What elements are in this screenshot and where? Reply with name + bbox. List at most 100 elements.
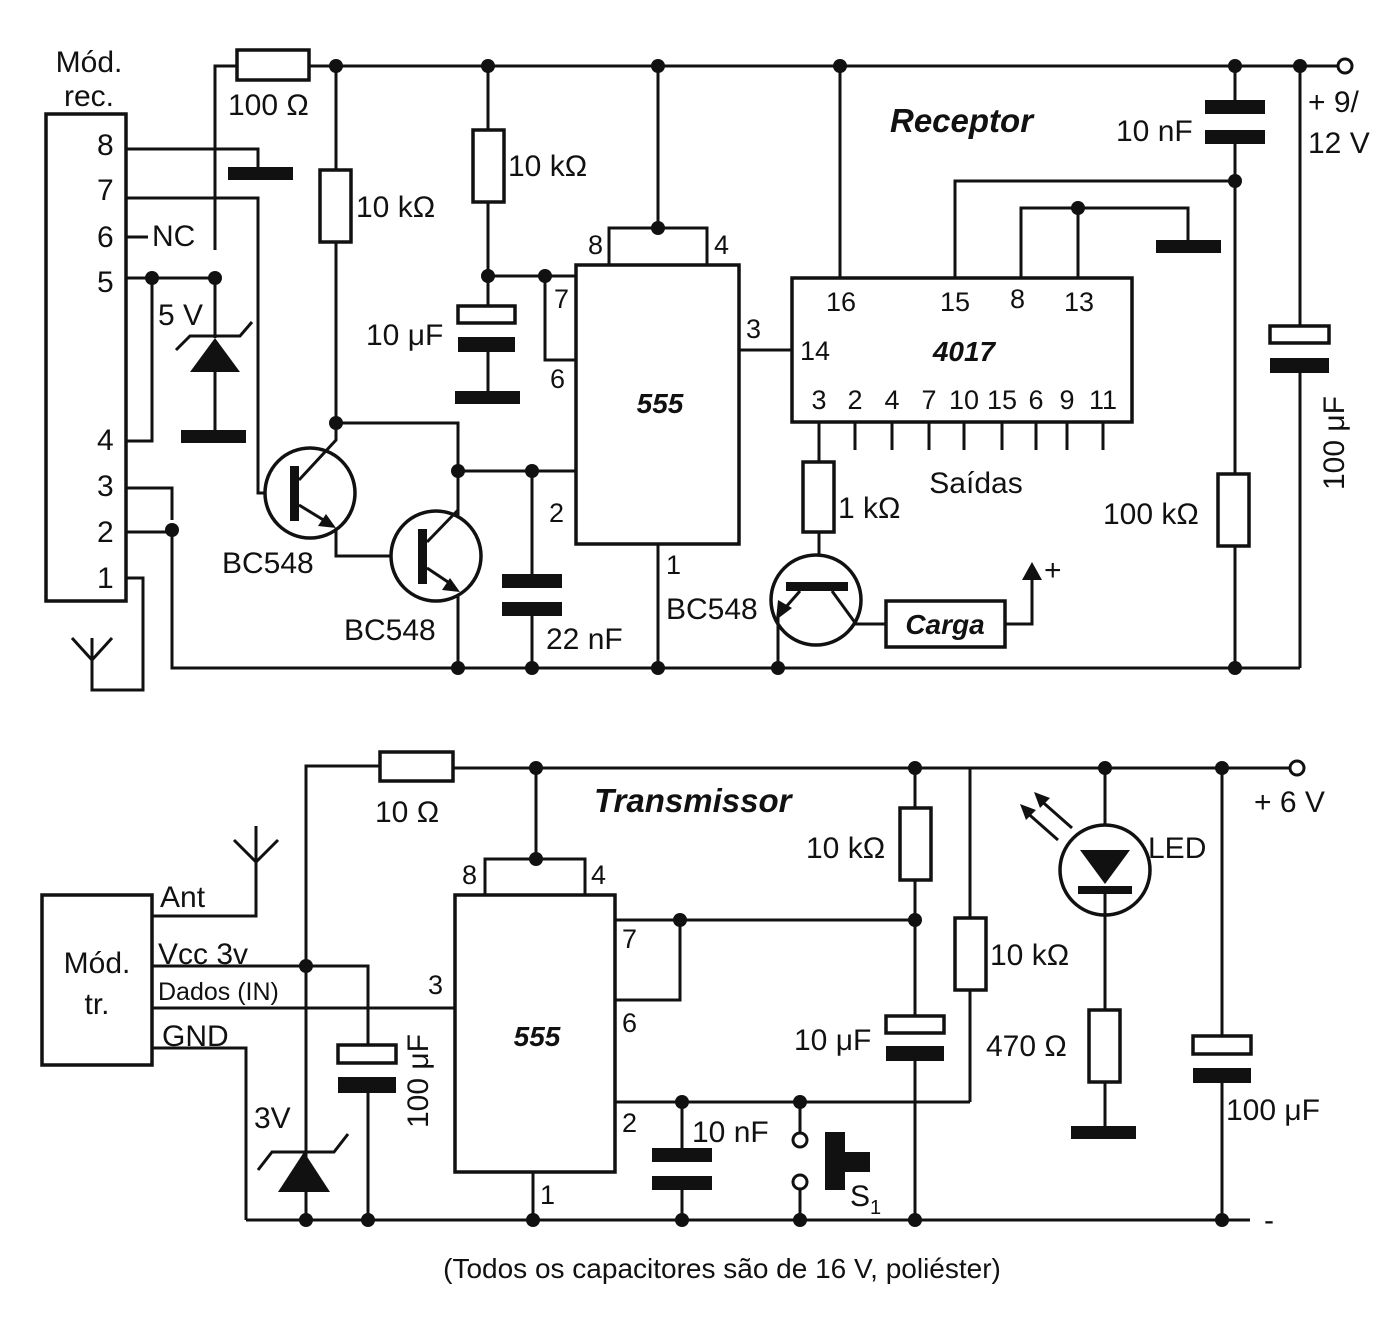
ic-555-transmitter-pin8: 8 xyxy=(462,860,477,890)
capacitor-22nf xyxy=(502,574,562,588)
receiver-circuit: Mód. rec. 8 7 6 5 4 3 2 1 NC 100 Ω + 9/ … xyxy=(44,46,1370,692)
resistor-1k xyxy=(801,460,836,534)
supply-label-tx: + 6 V xyxy=(1254,786,1325,819)
ic-4017-out-11: 11 xyxy=(1089,385,1117,415)
plus-arrow-icon xyxy=(1022,562,1042,580)
resistor-10ohm xyxy=(378,750,455,783)
footnote: (Todos os capacitores são de 16 V, polié… xyxy=(443,1253,1001,1284)
ic-4017-out-3: 3 xyxy=(811,385,826,415)
ground-symbol-zener xyxy=(181,430,246,443)
capacitor-22nf-label: 22 nF xyxy=(546,623,623,656)
ground-symbol-10uf xyxy=(455,391,520,404)
supply-label-2: 12 V xyxy=(1308,127,1370,160)
transmitter-antenna-icon xyxy=(152,826,280,918)
ic-555-transmitter-label: 555 xyxy=(514,1021,561,1052)
resistor-470ohm xyxy=(1087,1008,1122,1084)
ic-555-receiver-pin6: 6 xyxy=(550,364,565,394)
resistor-10k-tx-1-label: 10 kΩ xyxy=(806,832,885,865)
supply-minus-label: - xyxy=(1264,1204,1274,1237)
ic-555-receiver-pin1: 1 xyxy=(666,550,681,580)
ic-555-receiver-pin2: 2 xyxy=(549,498,564,528)
ic-555-receiver-label: 555 xyxy=(637,388,684,419)
ground-symbol-4017 xyxy=(1156,240,1221,253)
module-nc-label: NC xyxy=(152,220,195,253)
supply-terminal-transmitter xyxy=(1288,759,1306,777)
transmitter-circuit: Mód. tr. Ant Vcc 3v Dados (IN) GND 10 Ω … xyxy=(40,750,1325,1237)
transistor-q3-icon xyxy=(769,553,863,647)
transistor-q1-icon xyxy=(263,446,357,540)
module-pin-5: 5 xyxy=(97,266,114,299)
capacitor-100uf-supply xyxy=(1268,324,1331,345)
resistor-10k-bias-label: 10 kΩ xyxy=(356,191,435,224)
capacitor-10uf-tx xyxy=(884,1014,946,1035)
ic-555-receiver-pin7: 7 xyxy=(554,284,569,314)
wire-pin4 xyxy=(126,278,154,443)
ground-symbol-pin8 xyxy=(228,167,293,180)
resistor-100ohm xyxy=(235,48,311,82)
ic-4017-out-4: 4 xyxy=(884,385,899,415)
resistor-10k-timing-label: 10 kΩ xyxy=(508,150,587,183)
load-box xyxy=(884,599,1007,649)
tx-pin-data: Dados (IN) xyxy=(158,978,279,1006)
module-pin-2: 2 xyxy=(97,516,114,549)
ic-555-transmitter-pin3: 3 xyxy=(428,970,443,1000)
supply-terminal-receiver xyxy=(1336,57,1354,75)
wire-zener-top xyxy=(213,64,237,250)
ic-555-transmitter-pin4: 4 xyxy=(591,860,606,890)
ic-4017-out-7: 7 xyxy=(921,385,936,415)
supply-label-1: + 9/ xyxy=(1308,86,1360,119)
load-plus-label: + xyxy=(1044,554,1062,587)
receiver-antenna-icon xyxy=(70,576,145,692)
resistor-470ohm-label: 470 Ω xyxy=(986,1030,1067,1063)
switch-s1-contact-bottom xyxy=(791,1173,809,1191)
ic-555-receiver-pin8: 8 xyxy=(588,230,603,260)
ic-555-transmitter-pin6: 6 xyxy=(622,1008,637,1038)
switch-s1-contact-top xyxy=(791,1131,809,1149)
transistor-q2-icon xyxy=(389,509,483,603)
resistor-10k-timing xyxy=(471,128,506,204)
load-label: Carga xyxy=(905,609,984,640)
ic-555-receiver xyxy=(574,263,741,546)
module-pin-1: 1 xyxy=(97,562,114,595)
capacitor-10nf-tx xyxy=(652,1148,712,1162)
capacitor-100uf-tx-supply-label: 100 μF xyxy=(1226,1094,1320,1127)
capacitor-100uf-module-label: 100 μF xyxy=(402,1034,435,1128)
resistor-100k-label: 100 kΩ xyxy=(1103,498,1199,531)
output-stubs xyxy=(817,422,1105,462)
ic-4017-out-15: 15 xyxy=(987,385,1017,415)
receiver-title: Receptor xyxy=(890,102,1035,139)
capacitor-10uf-timing-label: 10 μF xyxy=(366,319,443,352)
capacitor-10nf-supply xyxy=(1205,100,1265,114)
module-pin-6: 6 xyxy=(97,221,114,254)
ic-555-transmitter-pin2: 2 xyxy=(622,1108,637,1138)
zener-5v-label: 5 V xyxy=(158,299,203,332)
wire-pin7 xyxy=(126,196,272,495)
ic-4017-out-9: 9 xyxy=(1059,385,1074,415)
ic-4017-pin13: 13 xyxy=(1064,287,1094,317)
light-rays-icon xyxy=(1023,796,1073,842)
capacitor-10uf-timing xyxy=(456,304,517,325)
ic-555-transmitter-pin7: 7 xyxy=(622,924,637,954)
receiver-module-label-1: Mód. xyxy=(56,46,123,79)
module-pin-7: 7 xyxy=(97,174,114,207)
ic-555-transmitter xyxy=(453,893,617,1174)
ground-rail-receiver xyxy=(126,530,1300,670)
zener-5v-icon xyxy=(190,338,240,372)
transmitter-title: Transmissor xyxy=(594,782,794,819)
capacitor-10nf-supply-label: 10 nF xyxy=(1116,115,1193,148)
transistor-q1-label: BC548 xyxy=(222,547,314,580)
resistor-10k-bias xyxy=(318,168,353,244)
outputs-label: Saídas xyxy=(929,467,1022,500)
module-pin-4: 4 xyxy=(97,424,114,457)
capacitor-10uf-tx-label: 10 μF xyxy=(794,1024,871,1057)
wire-pin8 xyxy=(126,147,260,168)
ic-4017-pin8: 8 xyxy=(1010,284,1025,314)
zener-3v-label: 3V xyxy=(254,1102,291,1135)
pushbutton-icon xyxy=(825,1132,870,1190)
resistor-10ohm-label: 10 Ω xyxy=(375,796,439,829)
tx-pin-ant: Ant xyxy=(160,881,206,914)
transmitter-module-label-2: tr. xyxy=(84,988,109,1021)
transistor-q2-label: BC548 xyxy=(344,614,436,647)
module-pin-8: 8 xyxy=(97,129,114,162)
